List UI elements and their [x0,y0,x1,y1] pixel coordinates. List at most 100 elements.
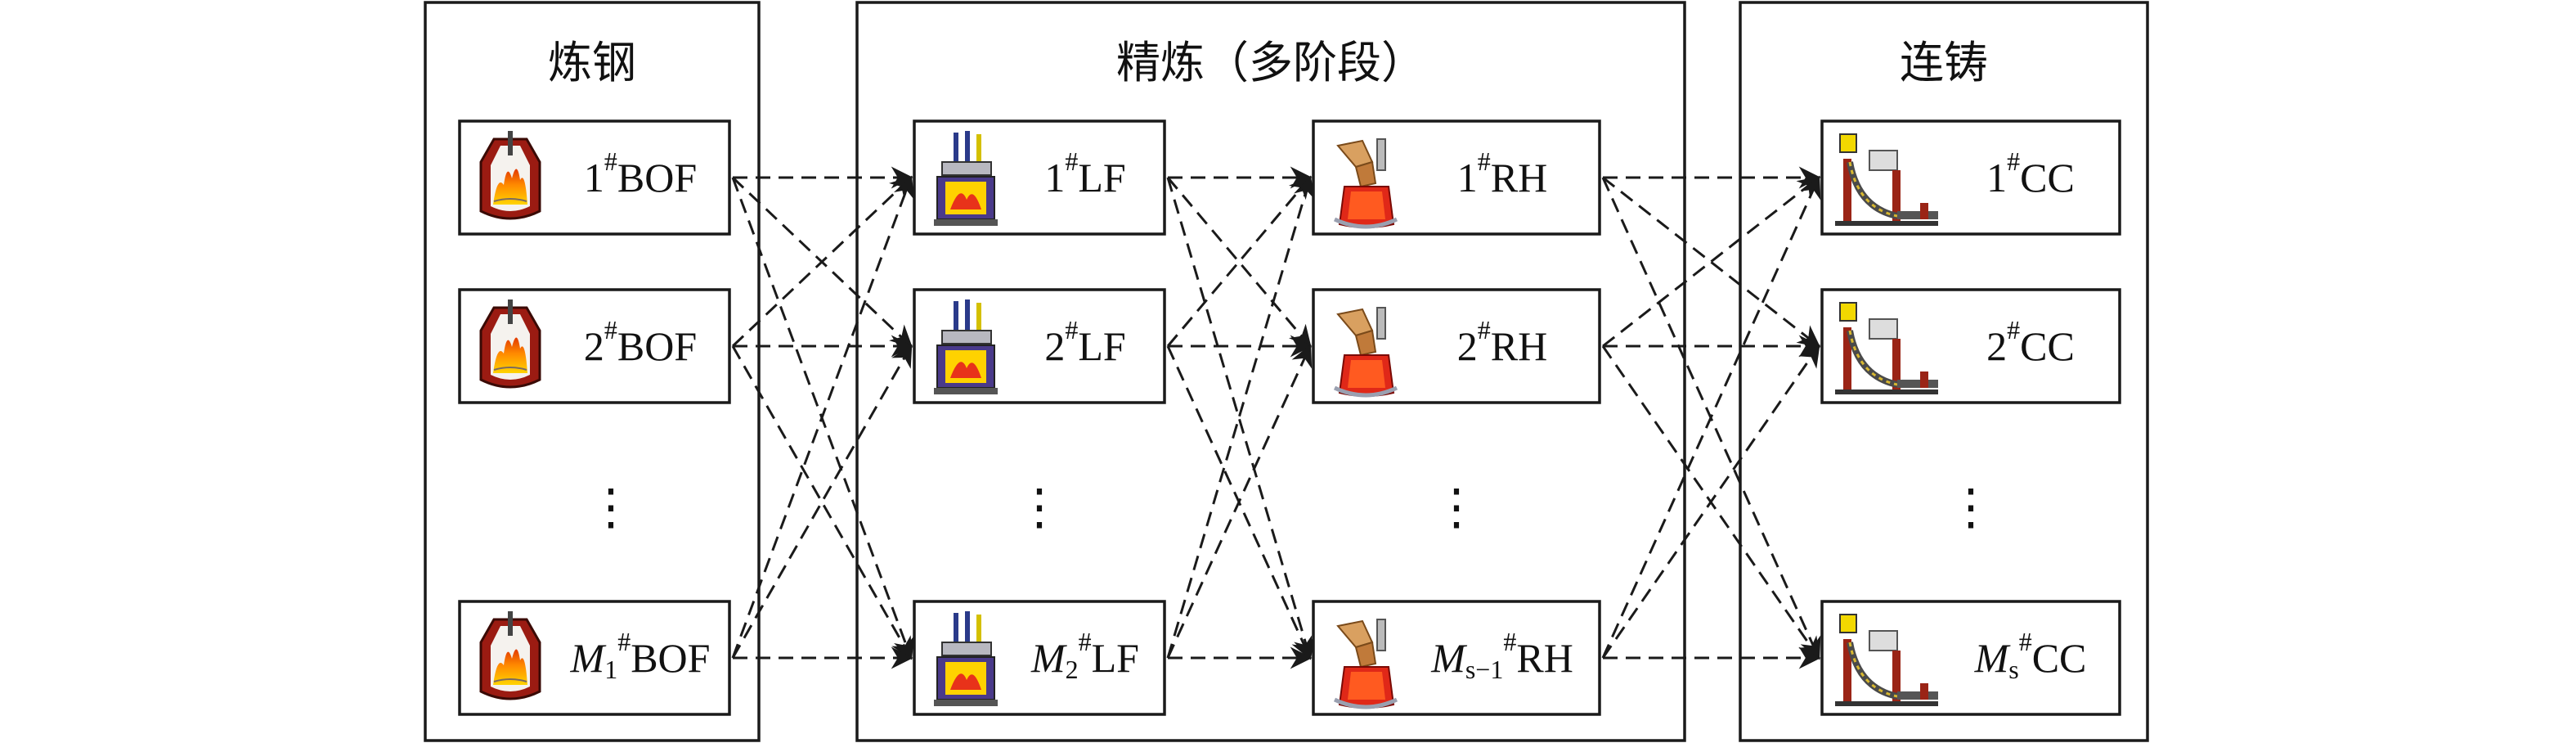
ellipsis-casting: ⋮ [1946,480,1995,534]
unit-label-hash: # [1478,146,1491,176]
unit-label-hash: # [1478,315,1491,344]
unit-label-subscript: 2 [1066,655,1079,684]
unit-box [1820,288,2121,404]
unit-label-hash: # [2007,146,2020,176]
unit-label-hash: # [1065,315,1078,344]
unit-label-number: 2 [1457,323,1478,369]
unit-label-code: LF [1078,323,1125,369]
bof-furnace-icon [479,299,541,389]
stage-title-casting: 连铸 [1900,37,1988,88]
unit-steelmaking-3: M1#BOF [458,600,731,716]
unit-label-index-symbol: M [1030,635,1067,681]
bof-furnace-icon [479,131,541,220]
unit-label-hash: # [604,315,617,344]
unit-label-code: CC [2020,323,2075,369]
unit-label-index-symbol: M [1430,635,1467,681]
unit-label-hash: # [2019,627,2032,656]
rh-degasser-icon [1333,619,1398,709]
unit-label: 2#CC [1986,315,2075,369]
route-arrow-steelmaking-3-to-refining-lf-1 [731,175,915,659]
unit-label-subscript: s−1 [1465,655,1504,684]
unit-label-code: CC [2020,155,2075,200]
stage-title-refining: 精炼（多阶段） [1116,37,1425,88]
unit-label-code: RH [1516,635,1573,681]
stage-title-steelmaking: 炼钢 [548,37,636,88]
unit-refining-rh-1: 1#RH [1312,119,1601,236]
route-arrow-refining-lf-3-to-refining-rh-2 [1166,344,1313,659]
unit-label-index-symbol: M [1974,635,2011,681]
unit-box [1820,600,2121,716]
ladle-furnace-icon [934,299,998,394]
bof-furnace-icon [479,611,541,700]
unit-label-code: BOF [617,155,697,200]
unit-refining-rh-3: Ms−1#RH [1312,600,1601,716]
route-arrow-steelmaking-2-to-refining-lf-1 [731,176,913,348]
unit-refining-rh-2: 2#RH [1312,288,1601,404]
unit-label-code: LF [1092,635,1139,681]
continuous-caster-icon [1835,302,1938,394]
unit-label: 1#LF [1044,146,1125,200]
unit-casting-1: 1#CC [1820,119,2121,236]
unit-label-number: 1 [1986,155,2007,200]
unit-boxes: 1#BOF2#BOFM1#BOF1#LF2#LFM2#LF1#RH2#RHMs−… [458,119,2121,716]
unit-label-code: BOF [617,323,697,369]
route-arrow-refining-lf-1-to-refining-rh-2 [1166,177,1312,349]
ellipsis-refining-lf: ⋮ [1015,480,1064,534]
unit-label-number: 1 [584,155,604,200]
unit-label-code: RH [1491,155,1547,200]
route-arrow-steelmaking-3-to-refining-lf-2 [731,344,913,659]
unit-label: M1#BOF [570,627,711,684]
unit-refining-lf-3: M2#LF [913,600,1166,716]
route-arrow-refining-lf-1-to-refining-rh-3 [1166,177,1316,660]
route-arrow-refining-lf-3-to-refining-rh-1 [1166,175,1316,659]
unit-label: 2#BOF [584,315,697,369]
route-arrow-refining-lf-2-to-refining-rh-1 [1166,175,1312,347]
unit-box [1820,119,2121,236]
unit-casting-3: Ms#CC [1820,600,2121,716]
ladle-furnace-icon [934,131,998,226]
unit-label: M2#LF [1030,627,1139,684]
unit-label-hash: # [617,627,631,656]
route-arrow-steelmaking-2-to-refining-lf-3 [731,345,913,660]
unit-label-subscript: 1 [604,655,617,684]
route-arrow-refining-rh-3-to-casting-1 [1601,175,1821,659]
unit-label: 1#CC [1986,146,2075,200]
unit-label-hash: # [2007,315,2020,344]
unit-label: 2#LF [1044,315,1125,369]
unit-label: 1#BOF [584,146,697,200]
route-arrow-refining-rh-3-to-casting-2 [1601,344,1820,659]
continuous-caster-icon [1835,133,1938,226]
unit-casting-2: 2#CC [1820,288,2121,404]
unit-label-number: 2 [584,323,604,369]
unit-label-number: 1 [1044,155,1065,200]
routing-arrows [731,166,1821,669]
unit-label-number: 1 [1457,155,1478,200]
unit-steelmaking-1: 1#BOF [458,119,731,236]
ellipsis-markers: ⋮ ⋮ ⋮ ⋮ [586,480,1995,534]
unit-label: Ms#CC [1974,627,2087,684]
unit-label-code: CC [2032,635,2087,681]
unit-label-hash: # [604,146,617,176]
continuous-caster-icon [1835,614,1938,706]
unit-refining-lf-1: 1#LF [913,119,1166,236]
unit-label-hash: # [1503,627,1516,656]
unit-label-index-symbol: M [570,635,607,681]
unit-label-number: 2 [1044,323,1065,369]
ladle-furnace-icon [934,611,998,706]
ellipsis-refining-rh: ⋮ [1432,480,1481,534]
unit-label: 2#RH [1457,315,1547,369]
unit-label: 1#RH [1457,146,1547,200]
unit-label-subscript: s [2008,655,2018,684]
unit-steelmaking-2: 2#BOF [458,288,731,404]
unit-refining-lf-2: 2#LF [913,288,1166,404]
ellipsis-steelmaking: ⋮ [586,480,635,534]
unit-label: Ms−1#RH [1430,627,1573,684]
unit-label-hash: # [1079,627,1092,656]
unit-label-code: BOF [631,635,710,681]
unit-label-number: 2 [1986,323,2007,369]
rh-degasser-icon [1333,307,1398,398]
unit-label-hash: # [1065,146,1078,176]
rh-degasser-icon [1333,138,1398,229]
unit-label-code: RH [1491,323,1547,369]
